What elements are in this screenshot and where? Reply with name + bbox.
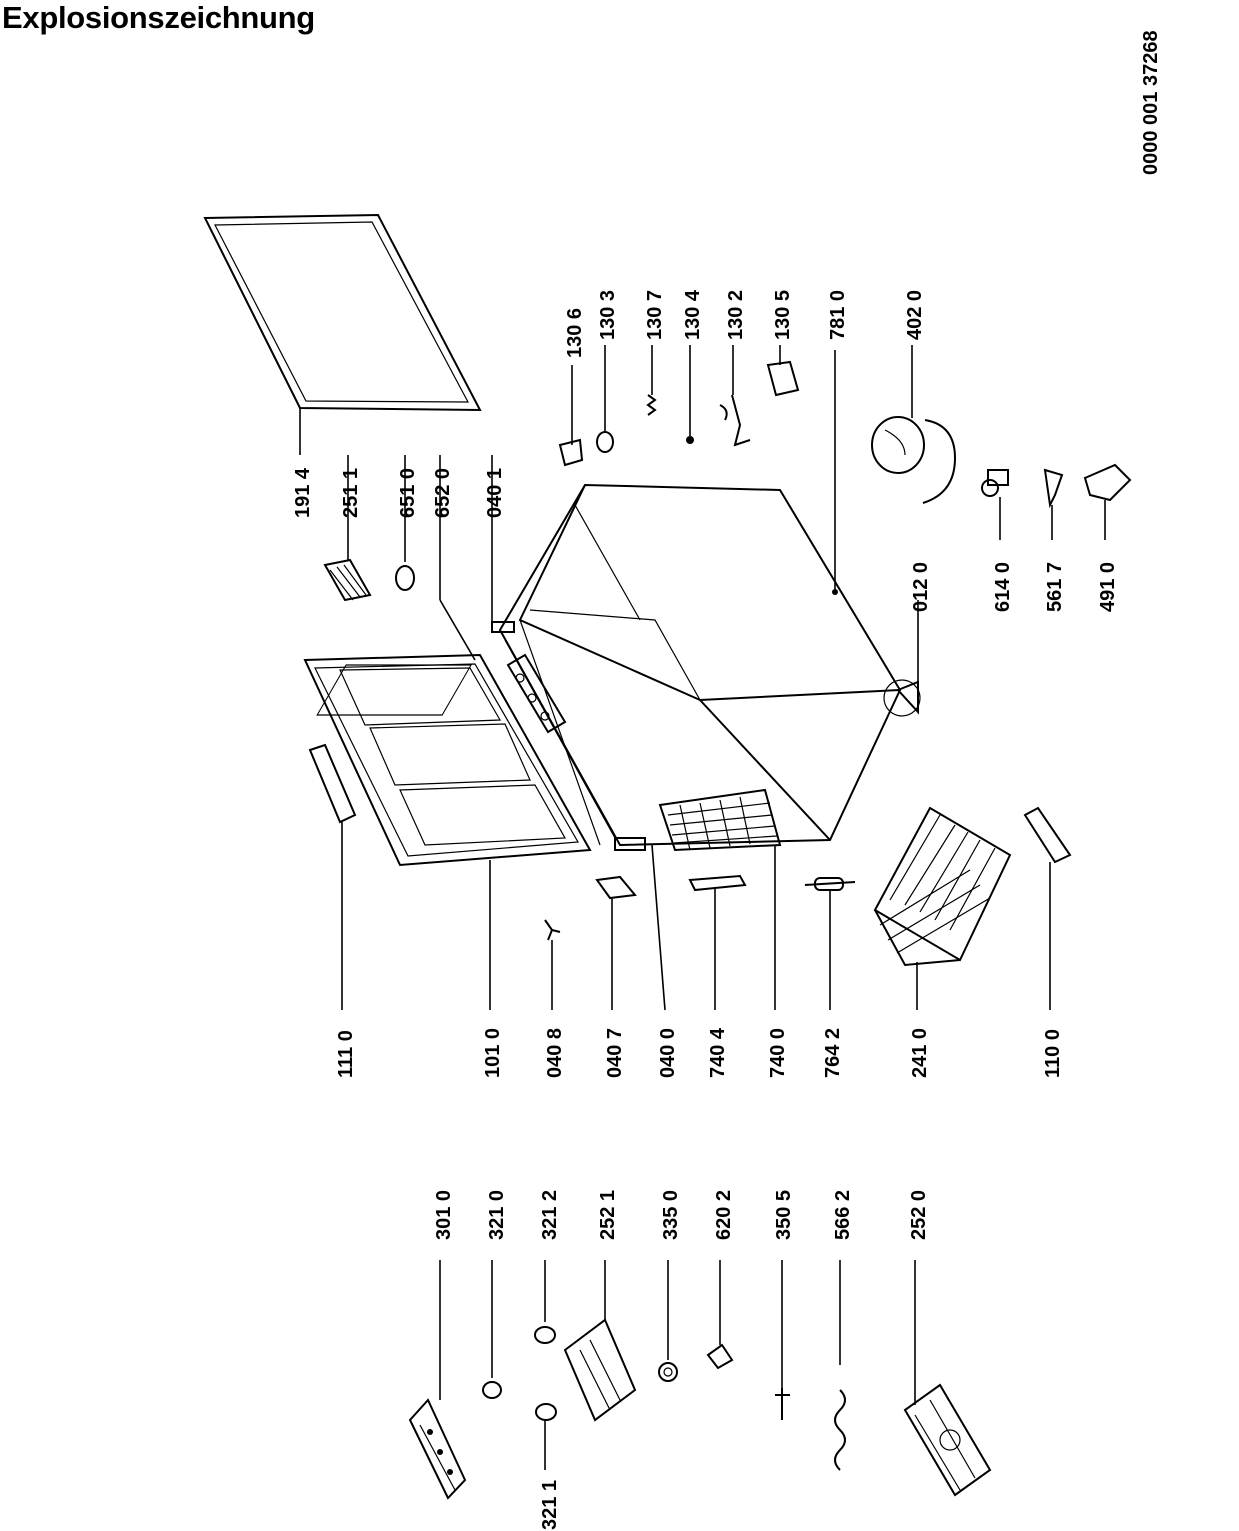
label-130-4: 130 4 <box>682 289 704 340</box>
label-101-0: 101 0 <box>482 1028 504 1078</box>
part-040-8-clip <box>544 919 561 1010</box>
label-130-5: 130 5 <box>772 290 794 340</box>
label-130-6: 130 6 <box>564 308 586 358</box>
part-241-0-basket <box>873 806 1012 1010</box>
part-cabinet <box>498 483 921 847</box>
part-561-7-overload <box>1043 468 1064 540</box>
part-130-2-thermostat-wire <box>719 345 751 447</box>
part-110-0-handle-cover <box>1023 806 1072 1010</box>
label-614-0: 614 0 <box>992 562 1014 612</box>
label-561-7: 561 7 <box>1044 562 1066 612</box>
part-651-0-lamp <box>395 455 415 591</box>
label-241-0: 241 0 <box>909 1028 931 1078</box>
label-566-2: 566 2 <box>832 1190 854 1240</box>
part-130-5-housing <box>766 345 800 397</box>
part-251-1-lamp-cover <box>323 455 372 602</box>
label-040-0: 040 0 <box>657 1028 679 1078</box>
label-651-0: 651 0 <box>397 468 419 518</box>
label-402-0: 402 0 <box>904 290 926 340</box>
part-control-strip <box>506 653 567 734</box>
label-191-4: 191 4 <box>292 467 314 518</box>
label-252-0: 252 0 <box>908 1190 930 1240</box>
part-614-0-relay <box>981 469 1009 540</box>
part-130-3-ring <box>596 345 614 453</box>
part-620-2-lamp-holder <box>706 1260 734 1370</box>
part-740-0-condenser <box>658 788 782 1010</box>
part-321-1-knob <box>535 1403 557 1470</box>
part-491-0-cover <box>1083 463 1132 540</box>
label-491-0: 491 0 <box>1097 562 1119 612</box>
part-321-0-knob <box>482 1260 502 1399</box>
label-350-5: 350 5 <box>773 1190 795 1240</box>
label-321-2: 321 2 <box>539 1190 561 1240</box>
part-labels: 321 1 301 0 321 0 321 2 252 1 335 0 620 … <box>292 289 1119 1530</box>
part-191-4-gasket <box>203 213 482 455</box>
label-111-0: 111 0 <box>335 1030 357 1078</box>
label-040-7: 040 7 <box>604 1028 626 1078</box>
part-781-0-leader <box>832 350 838 595</box>
label-040-8: 040 8 <box>544 1028 566 1078</box>
label-321-0: 321 0 <box>486 1190 508 1240</box>
diagram-title: Explosionszeichnung <box>2 0 315 35</box>
part-335-0-sensor <box>658 1260 678 1382</box>
label-620-2: 620 2 <box>713 1190 735 1240</box>
label-740-0: 740 0 <box>767 1028 789 1078</box>
label-130-2: 130 2 <box>725 290 747 340</box>
label-321-1: 321 1 <box>539 1480 561 1530</box>
part-652-0-leader <box>439 455 476 661</box>
label-252-1: 252 1 <box>597 1190 619 1240</box>
part-301-0-control-panel <box>408 1260 467 1500</box>
part-350-5-bracket <box>775 1260 790 1420</box>
part-740-4-bar <box>688 874 747 1010</box>
part-040-0-hinge <box>614 837 666 1011</box>
part-111-0-handle <box>308 743 357 1010</box>
label-652-0: 652 0 <box>432 468 454 518</box>
part-130-7-spring <box>646 345 657 416</box>
label-130-7: 130 7 <box>644 290 666 340</box>
label-012-0: 012 0 <box>910 562 932 612</box>
label-335-0: 335 0 <box>660 1190 682 1240</box>
part-764-2-filter-drier <box>804 877 856 1010</box>
part-252-1-housing <box>563 1260 637 1422</box>
label-110-0: 110 0 <box>1042 1029 1064 1078</box>
label-130-3: 130 3 <box>597 290 619 340</box>
label-740-4: 740 4 <box>707 1027 729 1078</box>
label-781-0: 781 0 <box>827 290 849 340</box>
part-402-0-compressor <box>871 345 957 504</box>
label-301-0: 301 0 <box>433 1190 455 1240</box>
label-040-1: 040 1 <box>484 468 506 518</box>
part-130-6-bracket <box>558 365 584 467</box>
part-130-4-dot <box>686 345 694 444</box>
part-012-0-foot <box>896 600 919 715</box>
label-251-1: 251 1 <box>340 468 362 518</box>
part-101-0-lid <box>303 653 592 1010</box>
part-321-2-knob <box>534 1260 556 1344</box>
part-040-1-hinge <box>491 455 515 633</box>
part-040-7-cover <box>595 875 637 1010</box>
part-566-2-coil-cable <box>834 1260 846 1471</box>
part-252-0-electronics-box <box>903 1260 992 1497</box>
label-764-2: 764 2 <box>822 1028 844 1078</box>
